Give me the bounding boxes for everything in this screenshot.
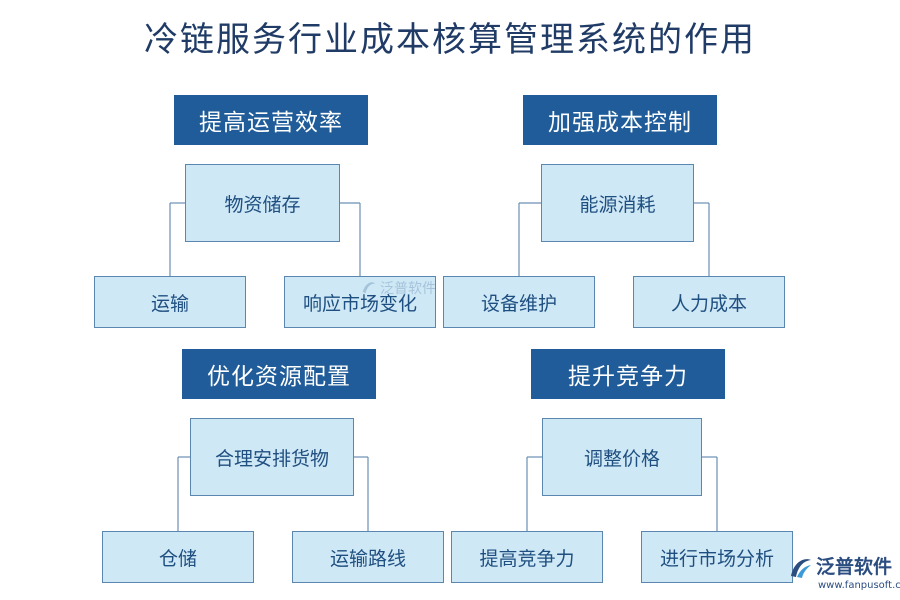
section-header-cost-control: 加强成本控制 — [523, 95, 717, 145]
brand-logo: 泛普软件 www.fanpusoft.com — [788, 552, 900, 596]
node-warehousing: 仓储 — [102, 531, 254, 583]
node-adjust-price: 调整价格 — [542, 418, 702, 496]
section-header-competitiveness: 提升竞争力 — [531, 349, 725, 399]
watermark-logo-icon — [362, 282, 376, 294]
logo-mark-icon — [791, 559, 811, 578]
logo-url: www.fanpusoft.com — [818, 580, 900, 591]
node-transport-route: 运输路线 — [292, 531, 444, 583]
diagram-title: 冷链服务行业成本核算管理系统的作用 — [144, 20, 756, 60]
node-energy-consumption: 能源消耗 — [541, 164, 694, 242]
watermark: 泛普软件 — [360, 276, 440, 300]
node-improve-competitiveness: 提高竞争力 — [451, 531, 603, 583]
node-transport: 运输 — [94, 276, 246, 328]
node-market-analysis: 进行市场分析 — [641, 531, 793, 583]
node-labor-cost: 人力成本 — [633, 276, 785, 328]
section-header-resource-allocation: 优化资源配置 — [182, 349, 376, 399]
logo-name: 泛普软件 — [816, 556, 893, 578]
node-material-storage: 物资储存 — [185, 164, 340, 242]
section-header-efficiency: 提高运营效率 — [174, 95, 368, 145]
watermark-text: 泛普软件 — [380, 281, 436, 297]
node-arrange-goods: 合理安排货物 — [190, 418, 354, 496]
node-market-response: 响应市场变化 — [284, 276, 436, 328]
node-equipment-maintenance: 设备维护 — [443, 276, 595, 328]
